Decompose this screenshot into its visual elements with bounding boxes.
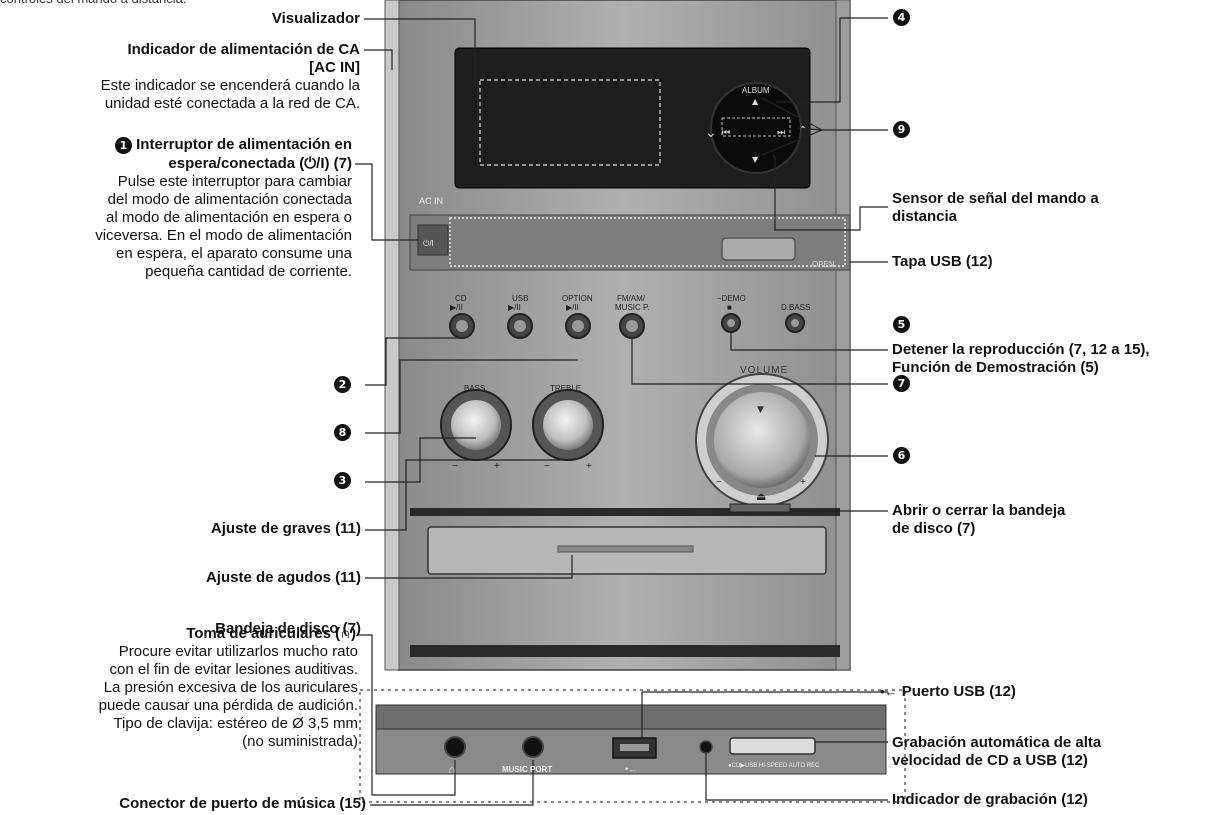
label-puerto: •← Puerto USB (12)	[880, 683, 1016, 700]
label-abrir2: de disco (7)	[892, 520, 976, 537]
label-indicador-grab: Indicador de grabación (12)	[892, 791, 1088, 808]
label-abrir1: Abrir o cerrar la bandeja	[892, 502, 1066, 519]
treble-plus: +	[586, 461, 592, 472]
label-graves: Ajuste de graves (11)	[210, 520, 361, 537]
svg-text:▼: ▼	[757, 405, 764, 415]
power-btn-label: ⏻/I	[423, 239, 434, 248]
eject-icon: ⏏	[756, 491, 767, 503]
option-label: OPTION	[562, 294, 593, 303]
vol-plus: +	[800, 477, 806, 488]
number-2-icon: 2	[334, 376, 351, 393]
treble-label: TREBLE	[550, 384, 582, 393]
auto-rec-button	[729, 737, 816, 755]
label-sensor1: Sensor de señal del mando a	[892, 190, 1099, 207]
svg-text:⏮: ⏮	[722, 128, 730, 138]
number-5-icon: 5	[893, 316, 910, 333]
label-sensor2: distancia	[892, 208, 958, 225]
label-ac-tag: [AC IN]	[309, 59, 360, 76]
number-7-icon: 7	[893, 375, 910, 392]
power-button	[417, 224, 449, 256]
usb-symbol-icon: •←	[625, 764, 638, 774]
album-label: ALBUM	[742, 86, 770, 95]
label-ac-desc1: Este indicador se encenderá cuando la	[100, 77, 360, 94]
label-sw-desc6: pequeña cantidad de corriente.	[145, 263, 352, 280]
number-6-icon: 6	[893, 447, 910, 464]
label-toma-title: Toma de auriculares (∩)	[186, 625, 356, 642]
number-1-icon: 1	[114, 137, 132, 154]
svg-text:▲: ▲	[752, 97, 759, 106]
cd-play-label: ▶/II	[450, 303, 463, 312]
usb-icon: •←	[880, 684, 898, 699]
demo-label: −DEMO	[717, 294, 746, 303]
label-toma-desc6: (no suministrada)	[242, 733, 358, 750]
vol-minus: −	[716, 477, 722, 488]
treble-minus: −	[544, 461, 550, 472]
number-3-icon: 3	[334, 472, 351, 489]
volume-label: VOLUME	[740, 365, 789, 376]
label-toma-desc1: Procure evitar utilizarlos mucho rato	[118, 643, 358, 660]
headphone-icon: ∩	[448, 764, 456, 776]
label-ac-title: Indicador de alimentación de CA	[127, 41, 360, 58]
label-sw-desc2: del modo de alimentación conectada	[107, 191, 352, 208]
bass-plus: +	[494, 461, 500, 472]
label-sw-desc5: en espera, el aparato consume una	[116, 245, 352, 262]
number-4-icon: 4	[893, 9, 910, 26]
usb-cover	[721, 237, 796, 261]
ac-in-device-label: AC IN	[419, 196, 444, 206]
svg-text:⌃: ⌃	[797, 124, 809, 140]
label-grab2: velocidad de CD a USB (12)	[892, 752, 1088, 769]
svg-text:▼: ▼	[752, 155, 759, 164]
bass-minus: −	[452, 461, 458, 472]
recording-indicator	[699, 740, 713, 754]
label-sw-title2: espera/conectada (⏻/I) (7)	[168, 155, 352, 172]
label-agudos: Ajuste de agudos (11)	[205, 569, 361, 586]
stop-label: ■	[727, 303, 732, 312]
label-conector: Conector de puerto de música (15)	[119, 795, 366, 812]
number-9-icon: 9	[893, 121, 910, 138]
label-tapa: Tapa USB (12)	[892, 253, 993, 270]
label-toma-desc3: La presión excesiva de los auriculares	[103, 679, 358, 696]
svg-text:⌄: ⌄	[705, 125, 717, 141]
usb-cover-dashed	[449, 217, 846, 267]
label-sw-desc4: viceversa. En el modo de alimentación	[95, 227, 352, 244]
label-sw-title1: 1 Interruptor de alimentación en	[114, 136, 352, 154]
label-sw-desc1: Pulse este interruptor para cambiar	[117, 173, 352, 190]
usb-play-label: ▶/II	[508, 303, 521, 312]
device-left-edge	[384, 0, 400, 671]
cd-label: CD	[455, 294, 467, 303]
auto-rec-label: ●CD▶USB HI-SPEED AUTO REC	[728, 763, 820, 769]
label-toma-desc5: Tipo de clavija: estéreo de Ø 3,5 mm	[113, 715, 358, 732]
svg-text:⏭: ⏭	[777, 128, 785, 138]
dbass-label: D.BASS	[781, 303, 811, 312]
label-toma-desc2: con el fin de evitar lesiones auditivas.	[109, 661, 358, 678]
device-right-edge	[835, 0, 851, 671]
label-detener2: Función de Demostración (5)	[892, 359, 1099, 376]
option-play-label: ▶/II	[566, 303, 579, 312]
label-toma-desc4: puede causar una pérdida de audición.	[98, 697, 358, 714]
top-fragment: controles del mando a distancia.	[0, 0, 186, 8]
headphone-jack	[444, 736, 466, 758]
usb-btn-label: USB	[512, 294, 529, 303]
label-sw-desc3: al modo de alimentación en espera o	[106, 209, 352, 226]
music-port-label: MUSIC PORT	[502, 765, 553, 774]
fm-am-label: FM/AM/	[617, 294, 645, 303]
label-visualizador: Visualizador	[271, 10, 360, 27]
number-8-icon: 8	[334, 424, 351, 441]
label-ac-desc2: unidad esté conectada a la red de CA.	[104, 95, 360, 112]
label-grab1: Grabación automática de alta	[892, 734, 1102, 751]
label-detener1: Detener la reproducción (7, 12 a 15),	[892, 341, 1150, 358]
open-label: OPEN	[812, 260, 835, 269]
music-p-label: MUSIC P.	[615, 303, 650, 312]
music-port-jack	[522, 736, 544, 758]
bass-label: BASS	[464, 384, 486, 393]
label-bandeja: Bandeja de disco (7)	[215, 620, 361, 637]
